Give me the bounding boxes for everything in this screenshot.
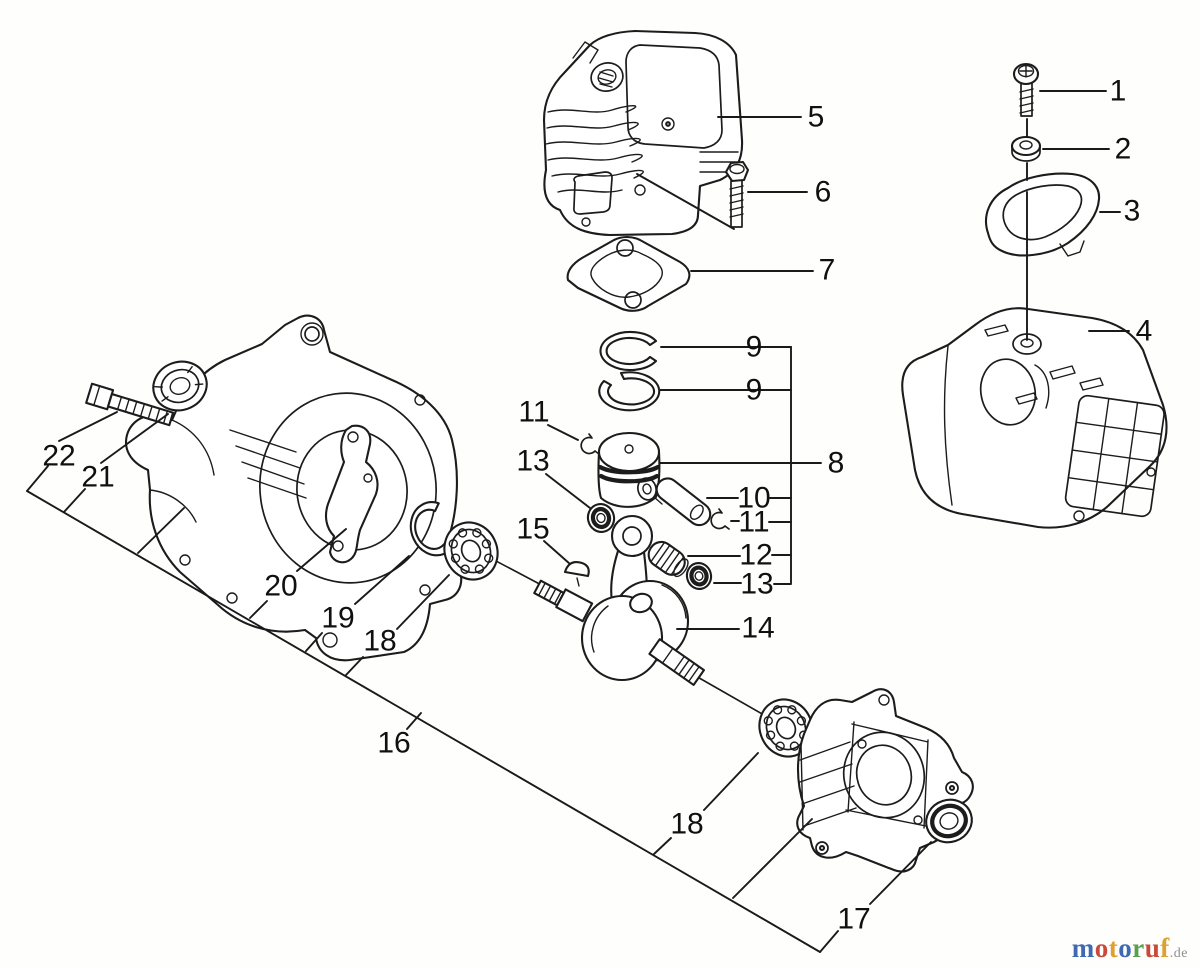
- crankcase-right-part-17: [796, 688, 974, 873]
- needle-bearing-part-12: [647, 540, 689, 578]
- screw-part-22: [85, 382, 175, 427]
- crankshaft-part-14: [533, 514, 705, 686]
- callout-9-bottom: 9: [746, 374, 763, 407]
- washer-part-2: [1010, 135, 1042, 162]
- screw-part-1: [1012, 62, 1040, 117]
- watermark-logo: motoruf.de: [1072, 933, 1188, 964]
- watermark-letter: o: [1118, 933, 1133, 963]
- watermark-letter: f: [1160, 933, 1170, 963]
- callout-17: 17: [837, 903, 870, 936]
- watermark-suffix: .de: [1169, 946, 1188, 961]
- piston-ring-bottom-part-9: [598, 371, 661, 412]
- callout-14: 14: [741, 612, 774, 645]
- callout-20: 20: [264, 570, 297, 603]
- callout-4: 4: [1136, 315, 1153, 348]
- c-clip-left-part-11: [580, 433, 600, 455]
- cylinder-gasket-part-7: [566, 235, 691, 312]
- crankcase-left-part-20: [125, 314, 463, 662]
- washer-right-part-13: [685, 562, 713, 590]
- callout-10: 10: [737, 482, 770, 515]
- piston-part-8: [597, 431, 663, 508]
- ball-bearing-right-part-18: [758, 698, 814, 758]
- wrist-pin-part-10: [655, 477, 712, 527]
- watermark-letter: m: [1071, 933, 1095, 963]
- callout-13-right: 13: [740, 568, 773, 601]
- parts-layer: [85, 29, 1168, 873]
- callout-22: 22: [42, 440, 75, 473]
- oil-seal-part-21: [152, 360, 208, 412]
- callout-11-right: 11: [738, 506, 769, 539]
- watermark-letter: r: [1132, 933, 1145, 963]
- callout-12: 12: [739, 539, 772, 572]
- watermark-letter: o: [1094, 933, 1109, 963]
- callout-21: 21: [81, 461, 114, 494]
- callout-1: 1: [1110, 75, 1127, 108]
- cover-part-3: [985, 172, 1101, 257]
- callout-8: 8: [828, 447, 845, 480]
- c-clip-right-part-11: [710, 508, 730, 530]
- woodruff-key-part-15: [563, 561, 590, 587]
- callout-labels: 1234567998101112131113151422212019181618…: [42, 75, 1152, 936]
- oil-seal-right: [925, 798, 973, 844]
- callout-3: 3: [1124, 195, 1141, 228]
- callout-18-right: 18: [670, 808, 703, 841]
- callout-2: 2: [1115, 133, 1132, 166]
- leader-lines: [26, 90, 1130, 953]
- callout-19: 19: [321, 602, 354, 635]
- crankcase-gasket-part-19: [324, 424, 379, 564]
- watermark-letter: t: [1108, 933, 1119, 963]
- ball-bearing-left-part-18: [443, 521, 499, 581]
- callout-6: 6: [815, 176, 832, 209]
- callout-15: 15: [516, 513, 549, 546]
- callout-7: 7: [819, 254, 836, 287]
- callout-9-top: 9: [746, 331, 763, 364]
- watermark-letter: u: [1144, 933, 1161, 963]
- callout-11-left: 11: [518, 396, 549, 429]
- callout-13-left: 13: [516, 445, 549, 478]
- callout-16: 16: [377, 727, 410, 760]
- cylinder-part-5: [542, 29, 744, 237]
- piston-ring-top-part-9: [599, 330, 658, 372]
- callout-18-left: 18: [363, 625, 396, 658]
- engine-cover-part-4: [901, 307, 1168, 529]
- washer-left-part-13: [586, 503, 616, 533]
- bolt-part-6: [724, 160, 750, 228]
- watermark-wordmark: motoruf: [1072, 933, 1170, 963]
- callout-5: 5: [808, 101, 825, 134]
